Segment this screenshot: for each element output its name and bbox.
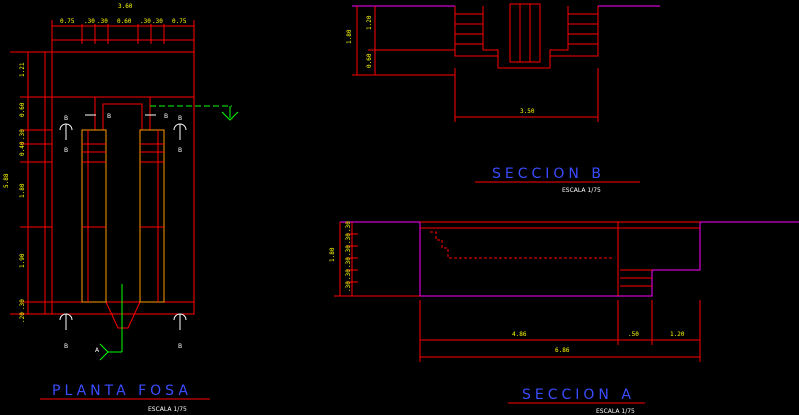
plan-dim-left-part: .30 <box>19 299 26 310</box>
section-a-dim-left-part: .30 <box>345 245 352 256</box>
section-a-dim-bottom-total: 6.86 <box>555 347 570 354</box>
section-a-dim-left-part: .30 <box>345 221 352 232</box>
section-a-view <box>334 221 799 362</box>
plan-inlet-pipe <box>94 96 151 130</box>
section-b-dim-left-total: 1.80 <box>346 29 353 44</box>
section-a-dim-bottom: 1.20 <box>670 331 685 338</box>
plan-dim-left-part: 1.90 <box>19 253 26 268</box>
section-b-outline <box>454 6 599 69</box>
plan-chamber-right <box>139 129 165 303</box>
section-b-inner-right <box>549 6 569 62</box>
plan-dim-left-part: 1.21 <box>19 62 26 77</box>
plan-dim-top-part: .30 <box>97 18 108 25</box>
plan-dim-left-part: .30 <box>19 129 26 140</box>
section-b-title: SECCION B <box>492 166 605 182</box>
section-letter: A <box>95 347 100 354</box>
section-a-dim-bottom: 4.86 <box>512 331 527 338</box>
plan-dim-top-part: 0.75 <box>60 18 75 25</box>
plan-dim-top-part: .30 <box>152 18 163 25</box>
section-a-dim-left-part: .30 <box>345 269 352 280</box>
plan-dim-top-part: 0.75 <box>172 18 187 25</box>
plan-dim-left-part: .20 <box>19 312 26 323</box>
section-letter: B <box>107 113 111 120</box>
section-b-dim-bottom: 3.50 <box>520 108 535 115</box>
section-a-water-line <box>430 231 612 259</box>
section-letter: B <box>164 113 168 120</box>
section-b-view <box>352 3 660 122</box>
section-letter: B <box>178 343 182 350</box>
plan-dim-left-part: 0.60 <box>19 102 26 117</box>
plan-outer-wall <box>51 51 195 315</box>
plan-chambers <box>81 129 165 303</box>
section-a-title: SECCION A <box>522 387 635 403</box>
section-letter: B <box>64 343 68 350</box>
section-letter: B <box>178 115 182 122</box>
plan-section-markers <box>59 114 187 330</box>
section-a-dim-bottom: .50 <box>628 331 639 338</box>
section-a-scale: ESCALA 1/75 <box>596 408 635 415</box>
axis-b-arrow <box>221 111 239 121</box>
plan-outlet-funnel <box>105 301 141 329</box>
plan-dim-top-part: 0.60 <box>117 18 132 25</box>
plan-dim-top-total: 3.60 <box>118 3 133 10</box>
plan-dim-left-part: 0.40 <box>19 141 26 156</box>
section-letter: B <box>64 115 68 122</box>
plan-inlet-pipe-inner <box>102 103 143 130</box>
section-b-center-pipe <box>509 3 541 63</box>
section-letter: B <box>64 147 68 154</box>
section-a-dim-left-part: .30 <box>345 233 352 244</box>
section-a-dim-left-total: 1.80 <box>329 247 336 262</box>
plan-dim-left-total: 5.88 <box>3 173 10 188</box>
section-a-outline <box>419 222 701 297</box>
section-letter: B <box>178 147 182 154</box>
section-b-dim-left-part: 0.60 <box>366 53 373 68</box>
section-b-dim-left-part: 1.20 <box>366 15 373 30</box>
plan-title: PLANTA FOSA <box>52 383 192 399</box>
axis-a-arrow <box>99 343 109 361</box>
section-b-scale: ESCALA 1/75 <box>562 187 601 194</box>
plan-scale: ESCALA 1/75 <box>148 406 187 413</box>
section-a-dim-left-part: .30 <box>345 257 352 268</box>
plan-chamber-details <box>82 130 164 302</box>
plan-chamber-left <box>81 129 107 303</box>
section-b-inner-left <box>482 6 499 62</box>
plan-dim-left-part: 1.80 <box>19 183 26 198</box>
section-a-dim-left-part: .30 <box>345 281 352 292</box>
plan-dim-top-part: .30 <box>84 18 95 25</box>
plan-view <box>10 20 195 329</box>
plan-axes <box>99 105 239 361</box>
plan-dim-top-part: .30 <box>140 18 151 25</box>
